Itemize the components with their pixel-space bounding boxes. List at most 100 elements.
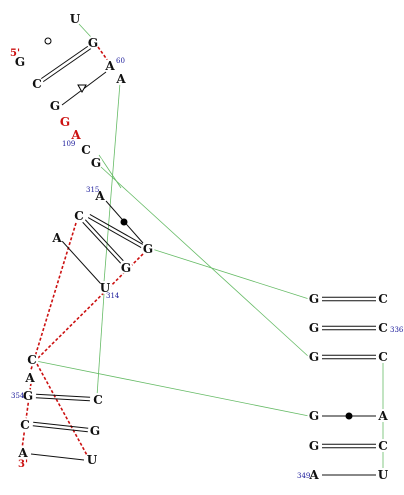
pair-dot-symbol-dot2 [345,412,353,420]
strand-end-three_prime: 3' [18,459,28,470]
nucleotide-halo-c_mid2 [72,209,86,222]
nucleotide-halo-c_r3 [376,350,390,363]
nucleotide-halo-a_60 [103,59,117,72]
nucleotide-a_mid2: A [51,231,62,245]
nucleotide-a_349: A [308,468,319,482]
nucleotide-c_r5: C [378,439,388,453]
nucleotide-g_low3: G [90,424,100,438]
nucleotide-g_mid: G [50,99,60,113]
nucleotide-a_low1: A [24,371,35,385]
tertiary-link-t5 [36,363,89,458]
nucleotide-halo-g_109 [89,156,103,169]
base-pair-double-b-p2 [84,219,124,262]
nucleotide-g_mid2: G [143,242,153,256]
nucleotide-u_low4: U [87,453,98,467]
nucleotide-halo-c_low1 [25,353,39,366]
nucleotide-c_r3: C [378,350,388,364]
base-pair-double-b-p3 [89,213,144,245]
nucleotide-halo-a_315 [93,189,107,202]
nucleotide-halo-g_red [58,115,72,128]
nucleotide-halo-g_5p [13,55,27,68]
nucleotide-halo-c_r5 [376,439,390,452]
base-pair-double-a-p1 [41,48,92,83]
nucleotide-u_top: U [70,12,81,26]
nucleotide-halo-g_r4 [307,409,321,422]
residue-number-n336: 336 [390,326,404,334]
nucleotide-c_mid2: C [74,209,84,223]
nucleotide-c_r1: C [378,292,388,306]
nucleotide-halo-u_r6 [376,468,390,481]
nucleotide-g_109: G [91,156,101,170]
nucleotide-c_low3: C [20,418,30,432]
nucleotide-halo-g_354 [21,389,35,402]
nucleotide-c_336: C [378,321,388,335]
nucleotide-a_r4: A [377,409,388,423]
nucleotide-a_low4: A [17,446,28,460]
nucleotide-g_red: G [60,115,70,129]
nucleotide-g_r1: G [309,292,319,306]
nucleotide-halo-u_low4 [85,453,99,466]
nucleotide-halo-a_right [114,72,128,85]
nucleotide-c_109: C [81,143,91,157]
base-pair-double-a-p3 [87,217,142,249]
nucleotide-g_r3: G [309,350,319,364]
tertiary-link-t2 [29,222,77,374]
residue-number-n314: 314 [106,292,120,300]
backbone-link-b5 [100,166,310,358]
nucleotide-halo-c_336 [376,321,390,334]
nucleotide-halo-g_mid2 [141,242,155,255]
pair-dot-symbol-dot1 [120,218,128,226]
base-pair-double-a-p7 [35,397,90,402]
nucleotide-halo-g_r3 [307,350,321,363]
nucleotide-halo-g_mid [48,99,62,112]
nucleotide-g_r2: G [309,321,319,335]
nucleotide-halo-c_left [30,77,44,90]
nucleotide-halo-g_r2 [307,321,321,334]
base-pair-single-s3 [30,453,85,461]
triangle-symbol-triangle [77,84,87,94]
nucleotide-g_354: G [23,389,33,403]
nucleotide-a_315: A [94,189,105,203]
residue-number-n60: 60 [116,57,125,65]
residue-number-n349: 349 [297,472,310,480]
nucleotide-halo-a_low4 [16,446,30,459]
backbone-link-b1 [78,23,92,38]
nucleotide-g_r5: G [309,439,319,453]
residue-number-n315: 315 [86,186,99,194]
nucleotide-a_right: A [115,72,126,86]
nucleotide-halo-u_top [68,12,82,25]
residue-number-n354: 354 [11,392,25,400]
nucleotide-c_low1: C [27,353,37,367]
nucleotide-halo-c_low2 [91,393,105,406]
nucleotide-a_red: A [70,128,81,142]
nucleotide-halo-g_low3 [88,424,102,437]
nucleotide-halo-a_mid2 [50,231,64,244]
nucleotide-g_mid3: G [121,261,131,275]
nucleotide-g_top: G [88,36,98,50]
nucleotide-halo-a_red [69,128,83,141]
base-pair-single-s2 [61,240,102,285]
nucleotide-halo-g_mid3 [119,261,133,274]
base-pair-double-b-p7 [36,393,91,398]
nucleotide-g_5p: G [15,55,25,69]
backbone-link-b6 [151,248,310,300]
nucleotide-halo-a_low1 [23,371,37,384]
nucleotide-u_r6: U [378,468,389,482]
strand-end-five_prime: 5' [10,48,20,59]
backbone-link-b7 [35,360,310,417]
nucleotide-c_low2: C [93,393,103,407]
nucleotide-a_60: A [104,59,115,73]
nucleotide-halo-c_low3 [18,418,32,431]
nucleotide-halo-g_r1 [307,292,321,305]
nucleotide-halo-g_r5 [307,439,321,452]
backbone-link-b4 [96,293,105,397]
nucleotide-g_r4: G [309,409,319,423]
open-circle-symbol-open_circle [44,37,52,45]
nucleotide-halo-u_314 [98,281,112,294]
nucleotide-halo-a_r4 [376,409,390,422]
tertiary-link-t1 [97,46,109,62]
nucleotide-halo-g_top [86,36,100,49]
residue-number-n109: 109 [62,140,75,148]
